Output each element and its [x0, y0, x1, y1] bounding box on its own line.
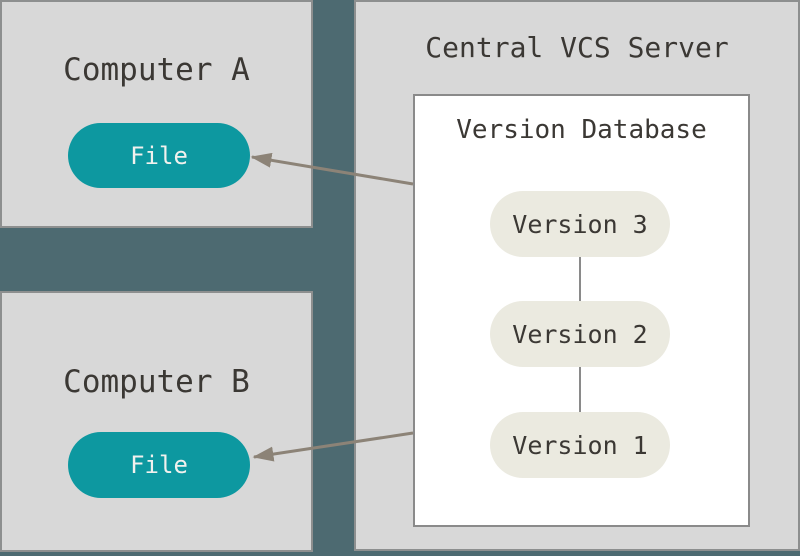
version-3-label: Version 3 — [512, 209, 648, 239]
computer-b-label: Computer B — [63, 364, 250, 400]
computer-a-file-label: File — [130, 141, 188, 170]
computer-a-label: Computer A — [63, 52, 250, 88]
version-2-label: Version 2 — [512, 319, 648, 349]
computer-a-panel: Computer A File — [0, 0, 313, 228]
version-database-title: Version Database — [456, 115, 707, 145]
version-1-label: Version 1 — [512, 430, 648, 460]
computer-a-file-pill: File — [68, 123, 250, 188]
computer-b-file-pill: File — [68, 432, 250, 498]
version-3-pill: Version 3 — [490, 191, 670, 257]
computer-b-file-label: File — [130, 451, 188, 479]
connector-version3-version2 — [579, 257, 581, 301]
version-database-panel: Version Database Version 3 Version 2 Ver… — [413, 94, 750, 527]
computer-b-panel: Computer B File — [0, 291, 313, 552]
connector-version2-version1 — [579, 367, 581, 412]
central-vcs-server-title: Central VCS Server — [425, 31, 729, 64]
version-1-pill: Version 1 — [490, 412, 670, 478]
version-2-pill: Version 2 — [490, 301, 670, 367]
central-vcs-server-panel: Central VCS Server Version Database Vers… — [354, 0, 800, 551]
